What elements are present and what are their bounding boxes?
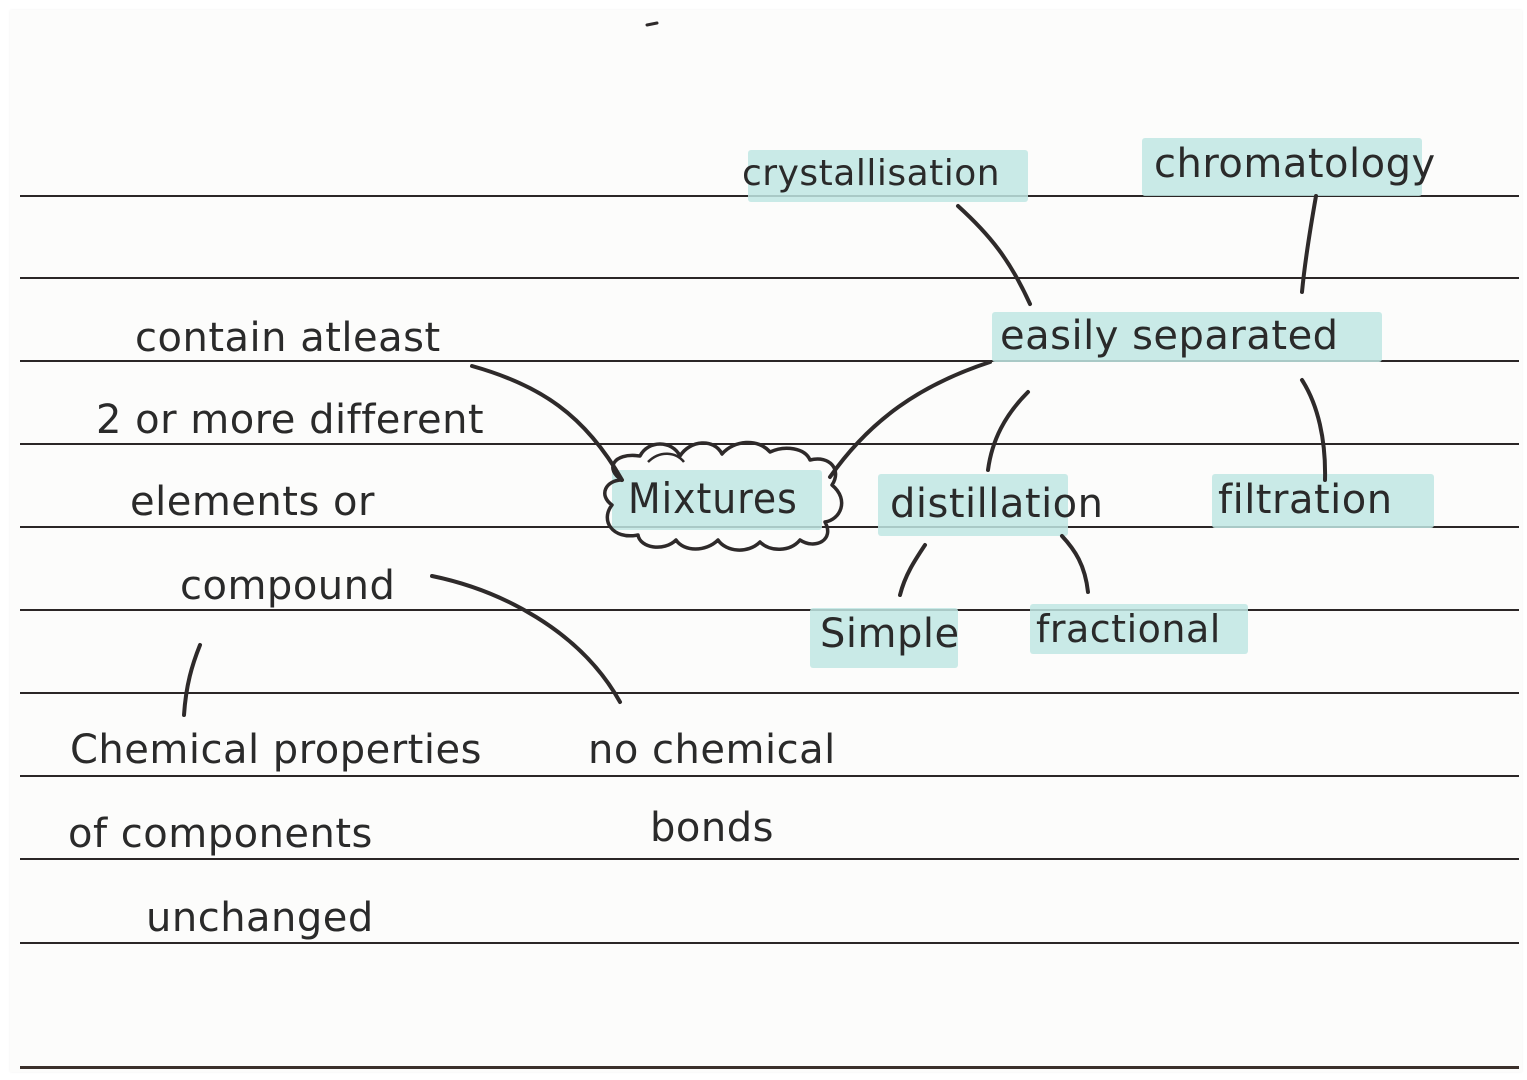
- central-node-mixtures: Mixtures: [628, 474, 798, 523]
- method-chromatology: chromatology: [1154, 141, 1436, 187]
- property-chemical-line-3: unchanged: [146, 895, 374, 941]
- cloud-outline: [603, 440, 844, 552]
- property-contain-line-3: elements or: [130, 479, 375, 525]
- highlight-distillation: [878, 474, 1068, 536]
- ruled-line-bottom: [20, 1066, 1519, 1069]
- distillation-type-fractional: fractional: [1036, 607, 1221, 651]
- property-contain-line-2: 2 or more different: [96, 397, 485, 443]
- property-no-bonds-line-1: no chemical: [588, 727, 836, 773]
- highlight-crystallisation: [748, 150, 1028, 202]
- highlight-fractional: [1030, 604, 1248, 654]
- highlight-chromatology: [1142, 138, 1422, 196]
- property-contain-line-1: contain atleast: [135, 315, 441, 361]
- ruled-line: [20, 692, 1519, 694]
- method-filtration: filtration: [1218, 477, 1393, 523]
- highlight-simple: [810, 608, 958, 668]
- distillation-type-simple: Simple: [820, 611, 960, 657]
- property-chemical-line-1: Chemical properties: [70, 727, 482, 773]
- ruled-line: [20, 360, 1519, 362]
- ruled-line: [20, 609, 1519, 611]
- property-contain-line-4: compound: [180, 563, 396, 609]
- highlight-easily-separated: [992, 312, 1382, 362]
- ruled-line: [20, 443, 1519, 445]
- ruled-line: [20, 277, 1519, 279]
- method-distillation: distillation: [890, 481, 1104, 527]
- highlight-mixtures: [612, 470, 822, 530]
- property-no-bonds-line-2: bonds: [650, 805, 774, 851]
- method-crystallisation: crystallisation: [742, 153, 1001, 194]
- ruled-line: [20, 858, 1519, 860]
- highlight-filtration: [1212, 474, 1434, 528]
- property-easily-separated: easily separated: [1000, 313, 1339, 359]
- property-chemical-line-2: of components: [68, 811, 373, 857]
- ruled-line: [20, 775, 1519, 777]
- ruled-line: [20, 942, 1519, 944]
